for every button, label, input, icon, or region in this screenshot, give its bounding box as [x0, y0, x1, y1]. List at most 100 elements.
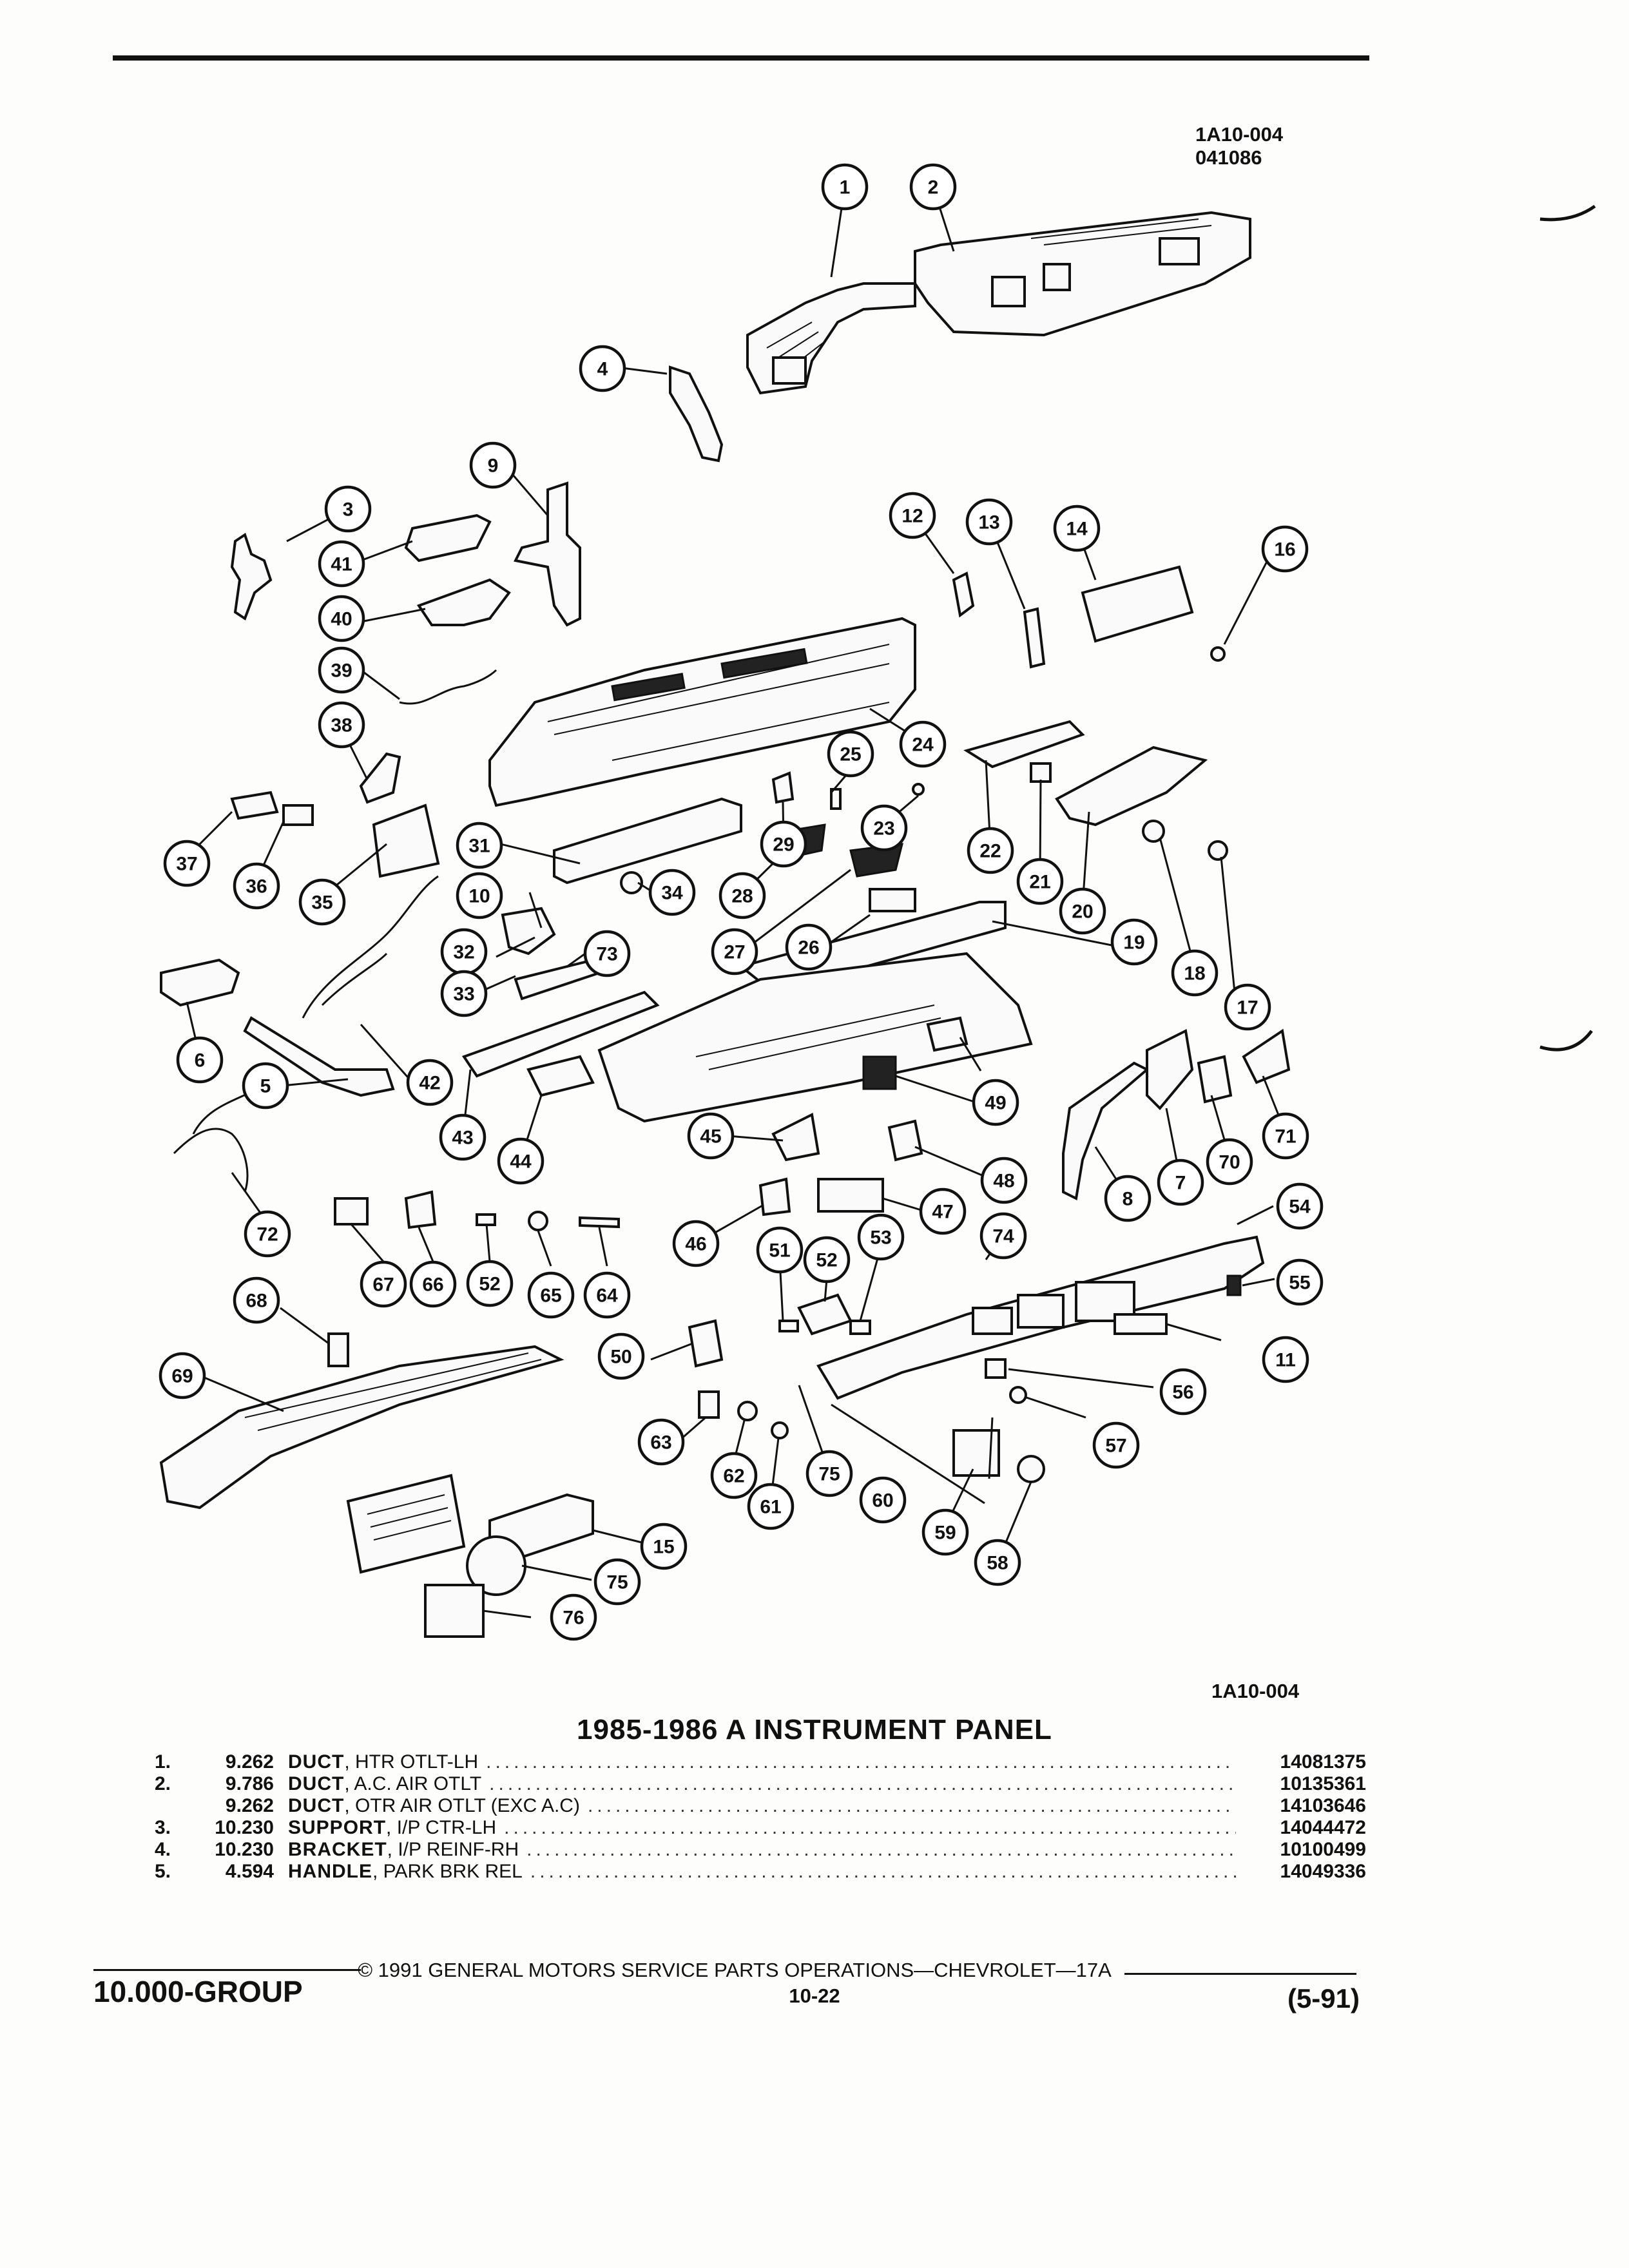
callout-45: 45 [687, 1112, 735, 1160]
part-22 [963, 720, 1085, 769]
callout-14: 14 [1053, 505, 1101, 552]
part-6 [160, 958, 240, 1007]
callout-56: 56 [1159, 1368, 1207, 1416]
footer-page-number: 10-22 [789, 1984, 840, 2007]
part-50 [926, 1016, 969, 1052]
part-67 [404, 1190, 437, 1229]
callout-64: 64 [583, 1271, 631, 1319]
callout-number: 64 [596, 1285, 618, 1307]
callout-54: 54 [1276, 1182, 1324, 1230]
item-number: 5. [155, 1861, 171, 1882]
callout-number: 43 [452, 1128, 473, 1149]
part-38 [359, 752, 401, 804]
callout-number: 14 [1066, 519, 1088, 540]
callout-73: 73 [583, 930, 631, 977]
callout-31: 31 [456, 822, 503, 869]
group-number: 9.262 [225, 1751, 274, 1773]
leader-dots: ........................................… [587, 1795, 1236, 1816]
callout-number: 22 [979, 841, 1001, 862]
callout-59: 59 [921, 1508, 969, 1556]
leader-dots: ........................................… [530, 1861, 1236, 1882]
callout-number: 42 [419, 1073, 440, 1094]
part-63 [737, 1401, 758, 1421]
callout-number: 51 [769, 1240, 790, 1262]
callout-68: 68 [233, 1276, 280, 1324]
part-panel-block [346, 1474, 466, 1574]
part-23 [912, 783, 925, 796]
callout-50: 50 [597, 1332, 645, 1380]
part-name: HANDLE [288, 1861, 372, 1882]
callout-number: 75 [606, 1572, 628, 1593]
callout-number: 40 [331, 609, 352, 630]
leader-dots: ........................................… [504, 1817, 1236, 1838]
item-number: 2. [155, 1773, 171, 1794]
callout-number: 9 [488, 456, 499, 477]
callout-25: 25 [827, 730, 874, 778]
callout-number: 73 [596, 944, 617, 965]
callout-43: 43 [439, 1113, 487, 1161]
exploded-parts-diagram: 1234567891011121314151617181920212223242… [159, 163, 1596, 1641]
callout-number: 23 [873, 818, 894, 840]
part-42 [302, 875, 439, 1019]
callout-number: 18 [1184, 963, 1205, 985]
part-11 [1113, 1313, 1168, 1335]
callout-2: 2 [909, 163, 957, 211]
part-bezel-main [597, 952, 1033, 1123]
callout-75: 75 [805, 1450, 853, 1497]
part-74 [514, 958, 601, 1001]
callout-18: 18 [1171, 949, 1219, 997]
callout-number: 8 [1123, 1189, 1133, 1210]
part-25 [830, 788, 842, 810]
callout-32: 32 [440, 928, 488, 975]
part-number: 14049336 [1280, 1861, 1366, 1882]
callout-number: 4 [597, 359, 608, 380]
callout-58: 58 [974, 1539, 1021, 1586]
callout-26: 26 [785, 923, 833, 971]
callout-number: 63 [650, 1432, 671, 1454]
group-number: 9.262 [225, 1795, 274, 1816]
part-73 [173, 1088, 258, 1193]
part-66 [528, 1211, 548, 1231]
footer-group-label: 10.000-GROUP [93, 1975, 303, 2008]
part-7 [1146, 1029, 1194, 1110]
callout-11: 11 [1262, 1336, 1309, 1383]
callout-72: 72 [244, 1210, 291, 1258]
leader-dots: ........................................… [489, 1773, 1236, 1794]
callout-12: 12 [889, 492, 936, 539]
part-46 [758, 1177, 791, 1216]
part-71 [1197, 1055, 1233, 1104]
callout-69: 69 [159, 1352, 206, 1399]
part-number: 10100499 [1280, 1839, 1366, 1860]
footer-rule-right [1124, 1973, 1356, 1975]
callout-number: 67 [372, 1274, 394, 1296]
part-40 [416, 578, 511, 626]
callout-number: 70 [1219, 1152, 1240, 1173]
part-34 [620, 871, 643, 894]
part-qualifier: , HTR OTLT-LH [344, 1751, 479, 1773]
part-77 [424, 1584, 485, 1638]
part-duct-ac-air-otlt [914, 211, 1251, 337]
callout-number: 61 [760, 1497, 781, 1518]
callout-23: 23 [860, 804, 908, 852]
callout-22: 22 [967, 827, 1014, 874]
part-41 [404, 514, 492, 562]
item-number: 3. [155, 1817, 171, 1838]
callout-number: 68 [246, 1291, 267, 1312]
callout-36: 36 [233, 862, 280, 910]
callout-40: 40 [318, 595, 365, 642]
callout-number: 16 [1274, 539, 1295, 561]
callout-7: 7 [1157, 1158, 1204, 1206]
callout-number: 55 [1289, 1273, 1310, 1294]
callout-19: 19 [1110, 918, 1158, 966]
callout-number: 72 [256, 1224, 278, 1245]
page-title: 1985-1986 A INSTRUMENT PANEL [577, 1714, 1052, 1745]
callout-57: 57 [1092, 1421, 1140, 1469]
page-edge-mark [1539, 1030, 1593, 1052]
callout-47: 47 [919, 1187, 967, 1235]
item-number: 1. [155, 1751, 171, 1773]
